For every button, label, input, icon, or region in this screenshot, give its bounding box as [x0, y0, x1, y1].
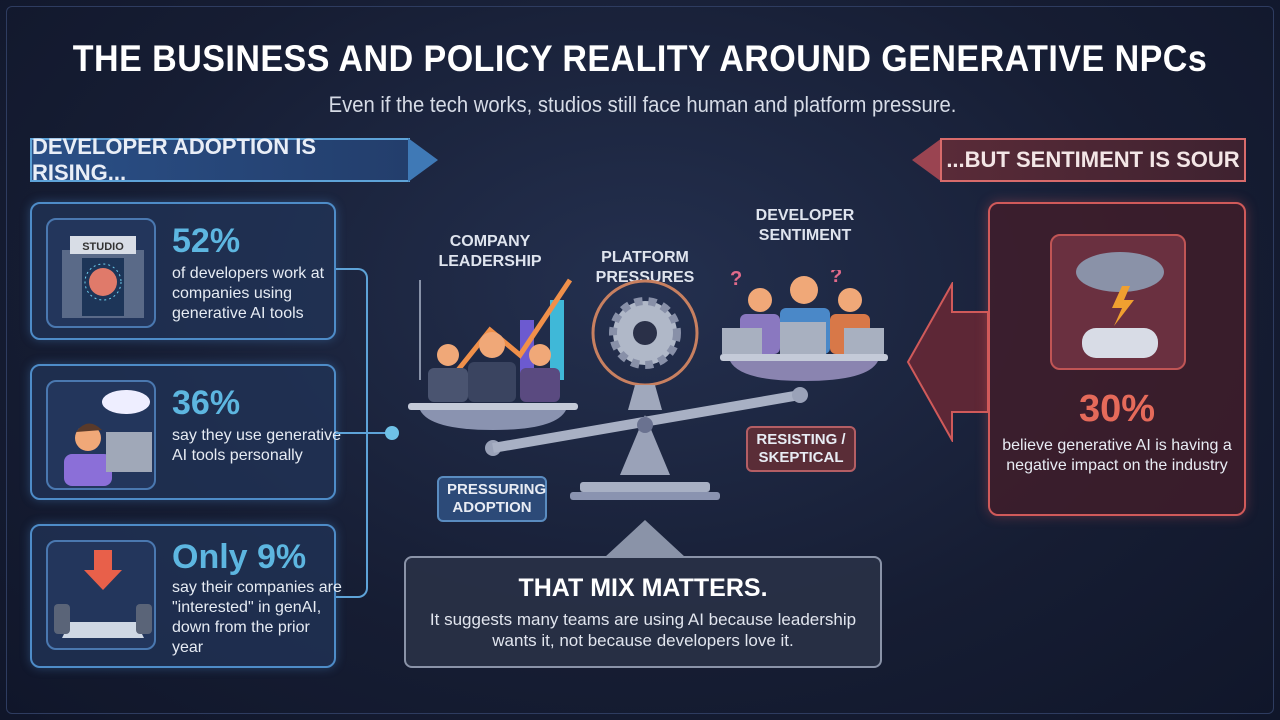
- stat-value: Only 9%: [172, 538, 307, 576]
- big-arrow-left-icon: [906, 282, 989, 442]
- boardroom-down-arrow-icon: [46, 540, 156, 650]
- stat-text: of developers work at companies using ge…: [172, 265, 325, 322]
- svg-text:STUDIO: STUDIO: [82, 241, 124, 253]
- stat-text: say they use generative AI tools persona…: [172, 427, 341, 464]
- svg-text:?: ?: [730, 270, 742, 290]
- conclusion-title: THAT MIX MATTERS.: [518, 574, 768, 602]
- stat-value: 52%: [172, 222, 241, 260]
- platform-pressures-label: PLATFORM PRESSURES: [595, 249, 695, 286]
- frame: [6, 6, 1274, 714]
- developer-computer-icon: [46, 380, 156, 490]
- banner-arrow-left-icon: [912, 138, 942, 182]
- connector-line: [336, 432, 392, 434]
- adoption-banner: DEVELOPER ADOPTION IS RISING...: [30, 134, 410, 185]
- stat-card-36: 36% say they use generative AI tools per…: [30, 364, 341, 500]
- connector-dot: [385, 426, 399, 440]
- studio-brain-icon: STUDIO: [46, 218, 156, 328]
- conclusion-callout: THAT MIX MATTERS. It suggests many teams…: [404, 556, 882, 668]
- sentiment-banner: ...BUT SENTIMENT IS SOUR: [940, 138, 1246, 182]
- balance-scale-illustration: ? ?: [408, 270, 888, 500]
- stat-text: say their companies are "interested" in …: [172, 579, 342, 656]
- sentiment-text: believe generative AI is having a negati…: [1002, 437, 1232, 474]
- stat-card-52: STUDIO 52% of developers work at compani…: [30, 202, 336, 340]
- developer-sentiment-label: DEVELOPER SENTIMENT: [755, 207, 855, 244]
- negative-sentiment-card: 30% believe generative AI is having a ne…: [988, 202, 1246, 516]
- company-leadership-label: COMPANY LEADERSHIP: [438, 233, 542, 270]
- pressuring-adoption-tag: PRESSURING ADOPTION: [437, 476, 547, 522]
- stat-card-9: Only 9% say their companies are "interes…: [30, 524, 342, 668]
- storm-cloud-gamepad-icon: [1050, 234, 1186, 370]
- banner-arrow-right-icon: [408, 138, 438, 182]
- conclusion-text: It suggests many teams are using AI beca…: [429, 610, 857, 650]
- leaders-group-icon: [428, 332, 560, 402]
- svg-text:?: ?: [830, 270, 842, 287]
- page-subtitle: Even if the tech works, studios still fa…: [328, 92, 957, 117]
- resisting-skeptical-tag: RESISTING / SKEPTICAL: [746, 426, 856, 472]
- callout-pointer: [605, 520, 685, 557]
- developers-group-icon: ? ?: [722, 270, 884, 354]
- page-title: THE BUSINESS AND POLICY REALITY AROUND G…: [72, 38, 1208, 79]
- sentiment-value: 30%: [1078, 388, 1156, 430]
- gear-icon: [609, 297, 681, 369]
- leadership-chart-icon: [419, 278, 573, 382]
- stat-value: 36%: [172, 384, 241, 422]
